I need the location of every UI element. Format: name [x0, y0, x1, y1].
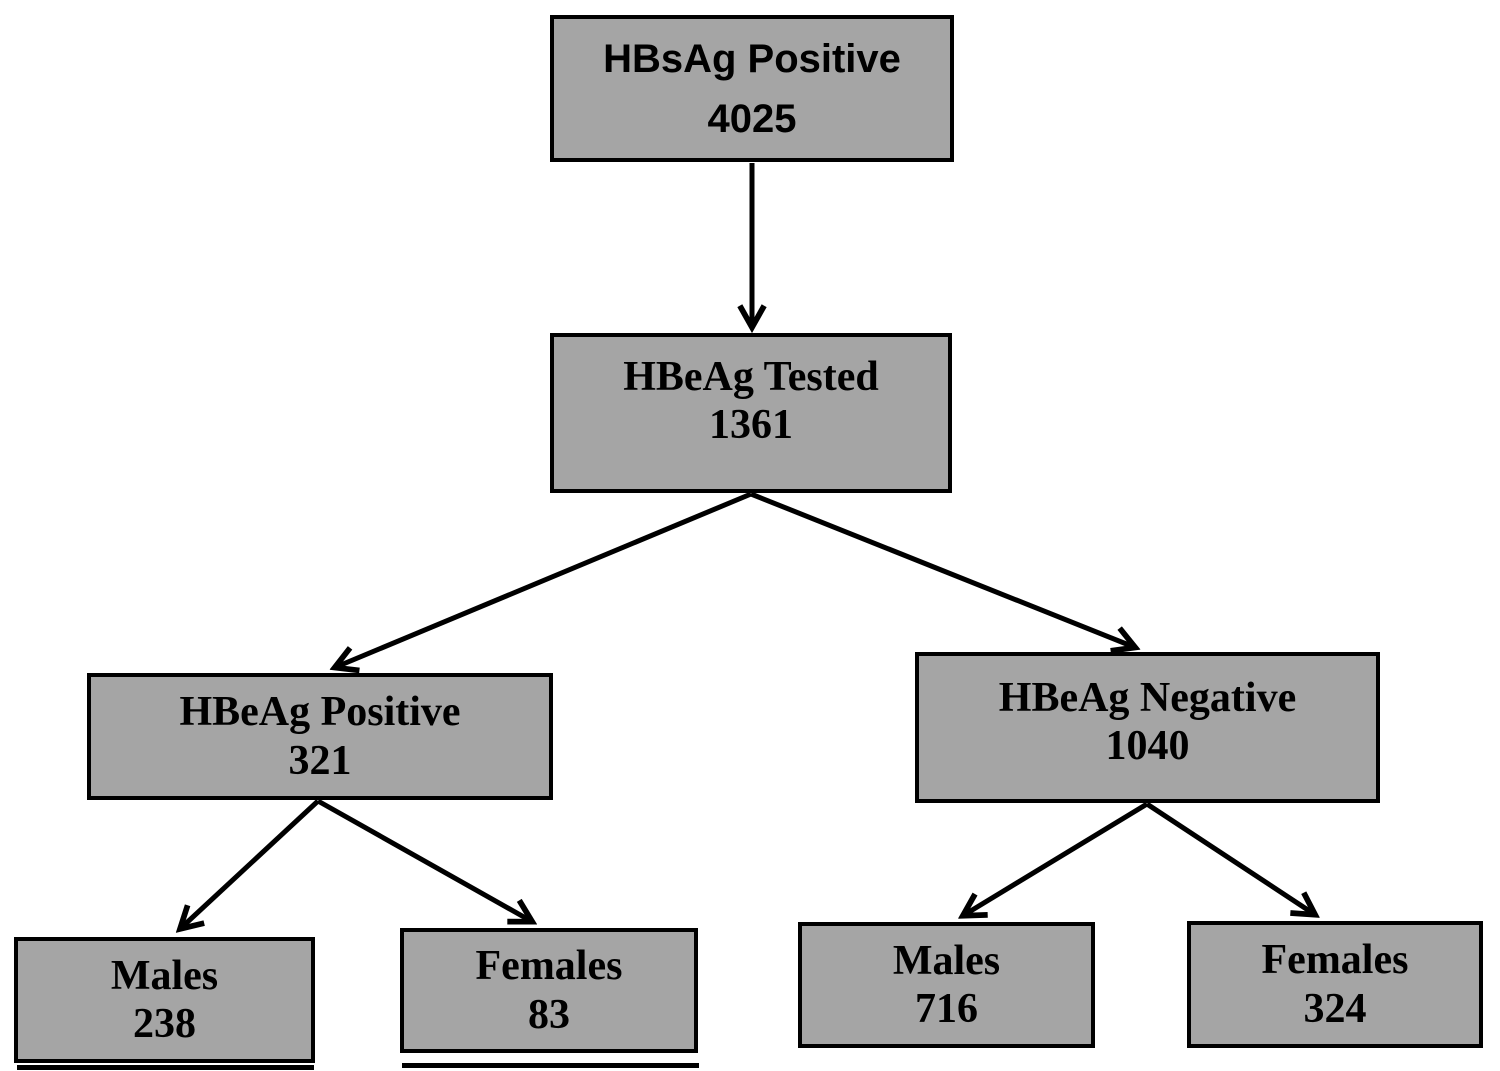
node-hbeag-tested: HBeAg Tested 1361	[550, 333, 952, 493]
arrow-tested-to-hbeag-positive	[336, 491, 752, 667]
node-value: 324	[1303, 985, 1367, 1032]
node-value: 716	[915, 986, 978, 1032]
node-label: Males	[110, 952, 219, 999]
node-value: 1040	[1105, 723, 1190, 770]
node-hbeag-positive: HBeAg Positive 321	[87, 673, 553, 800]
node-label: HBsAg Positive	[603, 36, 901, 81]
node-value: 1361	[709, 402, 793, 449]
node-value: 238	[133, 1001, 196, 1047]
node-label: HBeAg Tested	[623, 354, 879, 400]
node-label: Females	[475, 943, 623, 990]
node-negative-males: Males 716	[798, 922, 1095, 1048]
node-label: HBeAg Negative	[998, 675, 1297, 721]
node-label: Males	[892, 937, 1001, 984]
arrow-positive-to-males	[181, 799, 320, 928]
cutoff-box-top-right	[402, 1063, 699, 1068]
node-positive-males: Males 238	[14, 937, 315, 1063]
arrow-negative-to-males	[964, 801, 1149, 915]
node-label: Females	[1261, 937, 1409, 984]
arrow-tested-to-hbeag-negative	[750, 491, 1134, 647]
node-value: 4025	[707, 96, 797, 141]
node-hbeag-negative: HBeAg Negative 1040	[915, 652, 1380, 803]
arrow-negative-to-females	[1145, 801, 1314, 914]
node-positive-females: Females 83	[400, 928, 698, 1053]
node-negative-females: Females 324	[1187, 921, 1483, 1048]
node-label: HBeAg Positive	[179, 689, 461, 736]
cutoff-box-top-left	[17, 1065, 314, 1070]
node-value: 83	[528, 991, 570, 1038]
node-hbsag-positive: HBsAg Positive 4025	[550, 15, 954, 162]
arrow-positive-to-females	[316, 798, 531, 921]
node-value: 321	[288, 737, 352, 784]
